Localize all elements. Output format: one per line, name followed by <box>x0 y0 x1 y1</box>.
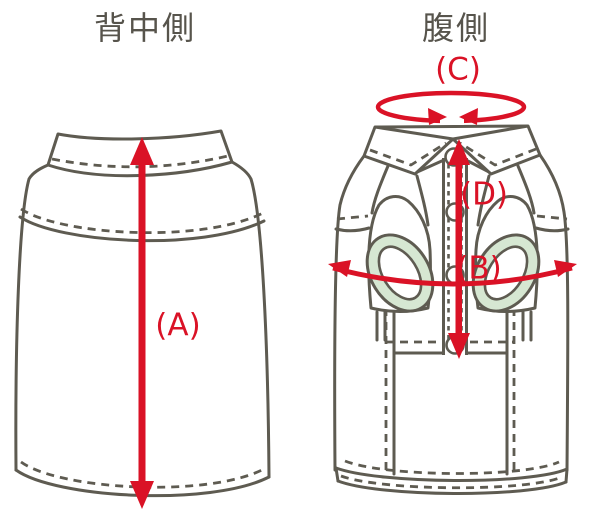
front-raglan-left-inner <box>415 174 430 227</box>
back-yoke-stitch <box>20 207 264 234</box>
front-raglan-right-inner <box>476 174 491 227</box>
back-view-title: 背中側 <box>93 9 197 47</box>
front-hem-upper-stitch <box>344 459 560 475</box>
back-yoke-seam <box>18 215 266 243</box>
front-right-shoulder-stitch <box>536 214 568 221</box>
front-left-shoulder-seam <box>334 226 371 233</box>
back-length-arrow <box>130 137 154 509</box>
front-view-title: 腹側 <box>421 9 491 47</box>
front-hem-bottom <box>336 479 568 495</box>
back-length-label: (A) <box>155 307 201 344</box>
front-right-shoulder-seam <box>534 226 570 233</box>
front-left-edge <box>333 154 366 472</box>
chest-girth-arrow <box>328 260 577 287</box>
collar-flap-right-stitch <box>459 141 537 167</box>
front-length-arrow <box>448 139 470 359</box>
right-cuff-opening <box>483 245 529 301</box>
collar-flap-right <box>451 124 542 176</box>
front-hem-stitch <box>340 474 563 490</box>
front-left-shoulder-stitch <box>336 214 369 221</box>
front-length-label: (D) <box>459 176 509 213</box>
left-cuff-opening <box>377 245 423 301</box>
chest-girth-label: (B) <box>456 250 502 287</box>
back-left-edge <box>14 163 50 472</box>
back-right-edge <box>230 160 271 479</box>
front-hem-ends <box>334 466 569 484</box>
front-right-edge <box>538 153 570 472</box>
back-hem-edge <box>14 468 271 498</box>
collar-flap-left <box>362 125 455 176</box>
front-hem-top <box>334 466 569 482</box>
collar-flap-left-stitch <box>369 141 447 167</box>
front-raglan-right-outer <box>516 164 536 215</box>
front-raglan-left-outer <box>370 164 390 215</box>
neck-girth-label: (C) <box>435 51 481 88</box>
neck-girth-arrow <box>375 90 527 125</box>
leg-line-right <box>521 310 533 342</box>
collar-top-edge <box>374 124 529 129</box>
leg-line-left <box>375 310 387 342</box>
